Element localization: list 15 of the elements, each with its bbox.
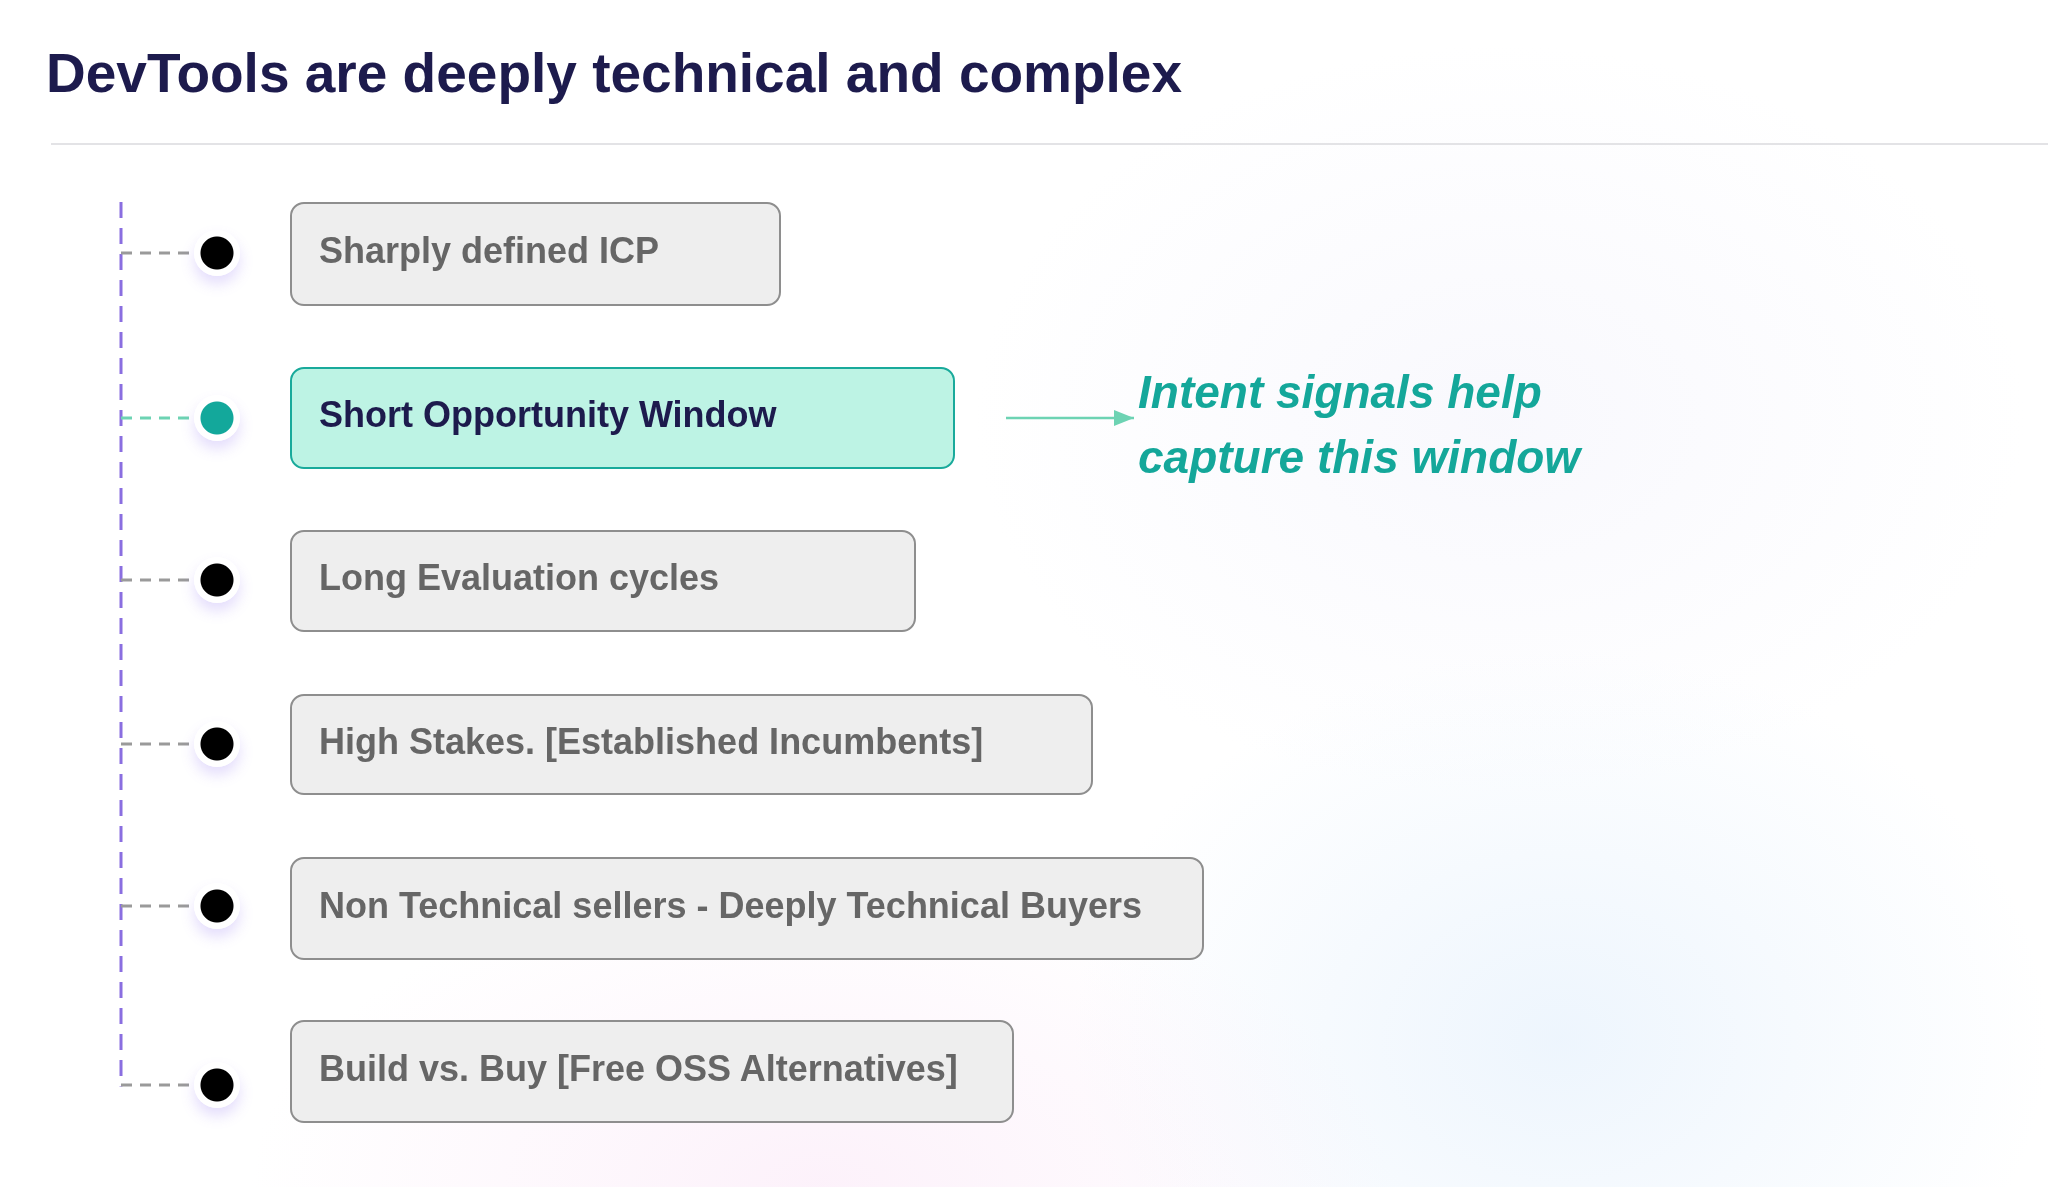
topic-box: Sharply defined ICP bbox=[290, 202, 781, 306]
bullet-dot bbox=[194, 395, 240, 441]
bullet-dot bbox=[194, 1062, 240, 1108]
topic-box: Long Evaluation cycles bbox=[290, 530, 916, 632]
title: DevTools are deeply technical and complex bbox=[46, 41, 1183, 106]
topic-box: Non Technical sellers - Deeply Technical Buyers bbox=[290, 857, 1204, 960]
bullet-dot bbox=[194, 557, 240, 603]
bullet-dot bbox=[194, 230, 240, 276]
arrow bbox=[1006, 410, 1134, 426]
handwritten-note: Intent signals help capture this window bbox=[1138, 360, 1618, 492]
highlighted-topic-box: Short Opportunity Window bbox=[290, 367, 955, 469]
bullet-dot bbox=[194, 883, 240, 929]
topic-box: Build vs. Buy [Free OSS Alternatives] bbox=[290, 1020, 1014, 1123]
bullet-dot bbox=[194, 721, 240, 767]
topic-box: High Stakes. [Established Incumbents] bbox=[290, 694, 1093, 795]
